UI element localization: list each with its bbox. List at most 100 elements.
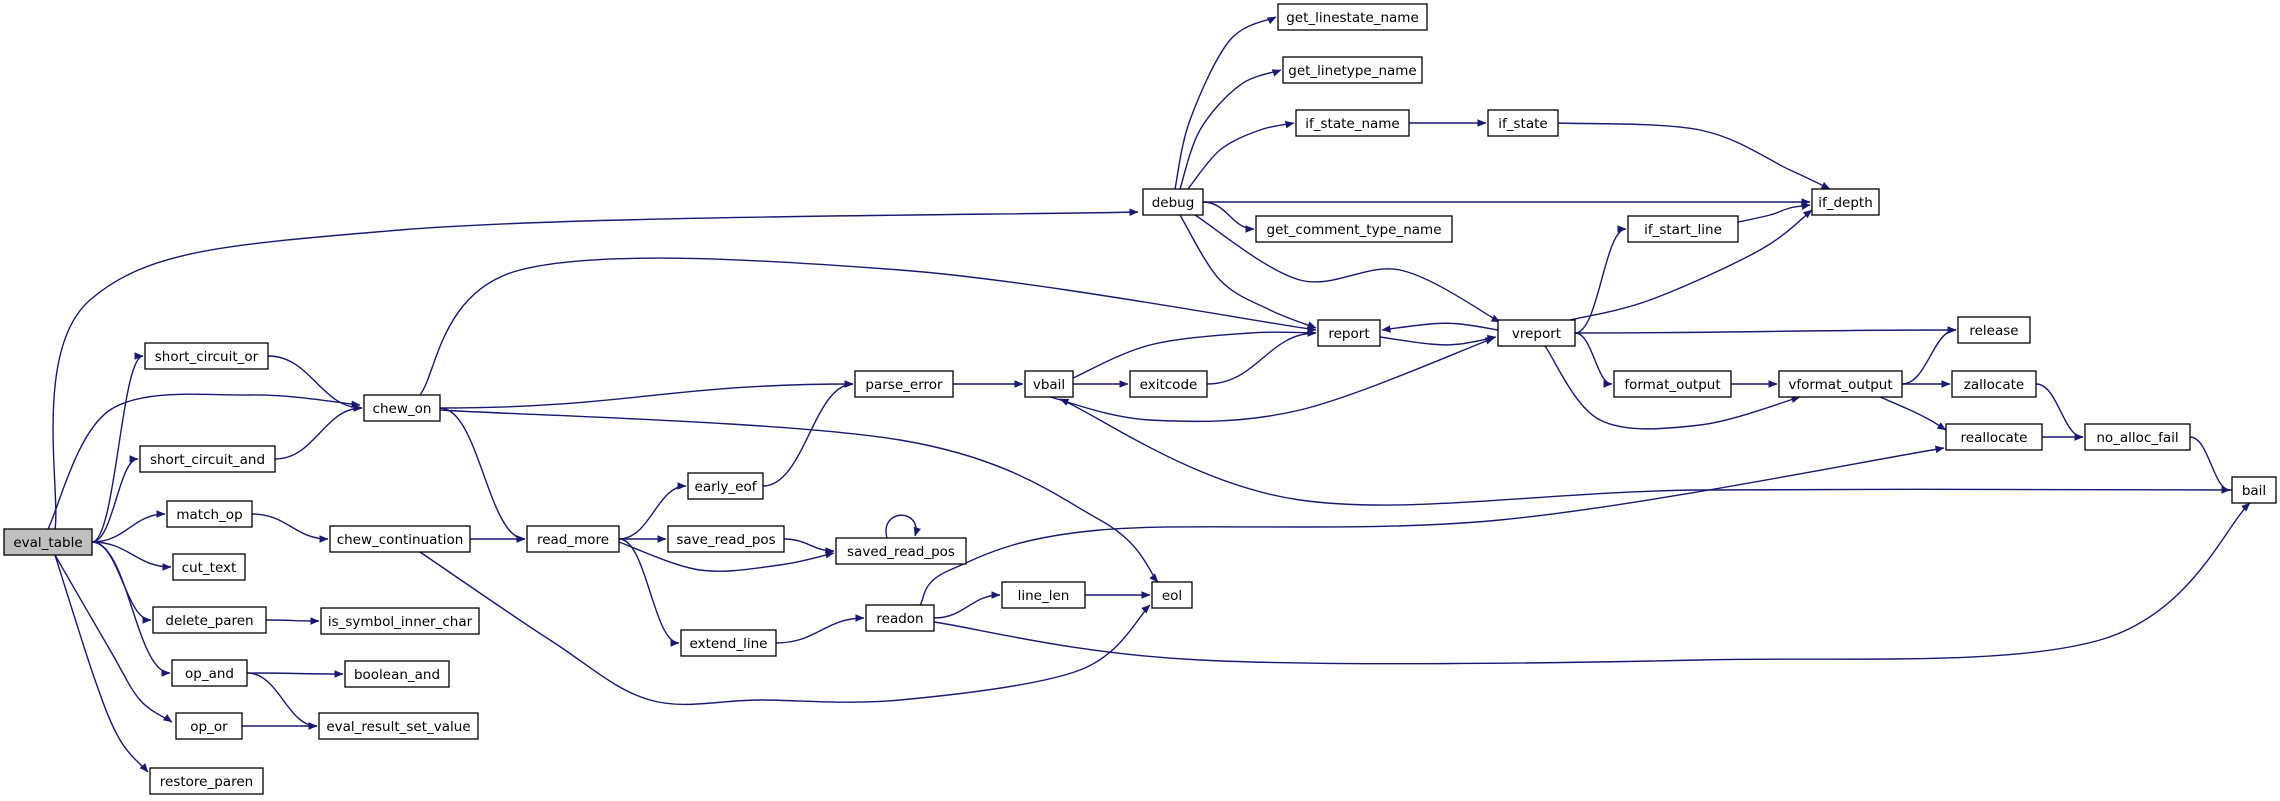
node-box xyxy=(1277,3,1428,31)
edge-eval_table-to-cut_text xyxy=(91,541,172,571)
node-label: chew_continuation xyxy=(337,532,464,548)
node-box xyxy=(1129,370,1208,398)
edge-eval_table-to-op_or xyxy=(54,554,173,723)
node-readon[interactable]: readon xyxy=(865,604,935,632)
edge-match_op-to-chew_continuation xyxy=(251,513,329,543)
node-early_eof[interactable]: early_eof xyxy=(687,472,764,500)
edge-vreport-to-report xyxy=(1381,322,1499,333)
node-label: short_circuit_and xyxy=(150,452,265,468)
node-chew_continuation[interactable]: chew_continuation xyxy=(329,525,471,553)
node-box xyxy=(1024,370,1074,398)
edge-op_and-to-boolean_and xyxy=(246,670,344,678)
node-box xyxy=(667,525,785,553)
node-eol[interactable]: eol xyxy=(1151,581,1193,609)
node-box xyxy=(2231,476,2277,504)
edge-if_state-to-if_depth xyxy=(1557,122,1831,190)
node-label: vbail xyxy=(1033,377,1065,393)
node-label: saved_read_pos xyxy=(847,544,955,560)
node-box xyxy=(166,500,253,528)
node-label: get_linetype_name xyxy=(1288,63,1416,79)
node-chew_on[interactable]: chew_on xyxy=(363,394,441,422)
edge-save_read_pos-to-saved_read_pos xyxy=(783,538,835,555)
node-box xyxy=(1778,370,1903,398)
node-box xyxy=(1255,215,1453,243)
node-save_read_pos[interactable]: save_read_pos xyxy=(667,525,785,553)
edge-chew_continuation-to-eol xyxy=(419,551,1151,706)
node-box xyxy=(1945,423,2043,451)
node-debug[interactable]: debug xyxy=(1142,188,1204,216)
node-op_or[interactable]: op_or xyxy=(175,712,243,740)
edge-eval_table-to-chew_on xyxy=(47,393,361,530)
node-box xyxy=(1317,319,1381,347)
edge-debug-to-report xyxy=(1179,214,1317,329)
node-parse_error[interactable]: parse_error xyxy=(854,370,954,398)
node-saved_read_pos[interactable]: saved_read_pos xyxy=(835,537,967,565)
node-label: release xyxy=(1969,323,2018,339)
node-box xyxy=(172,553,246,581)
node-restore_paren[interactable]: restore_paren xyxy=(149,767,264,795)
node-label: report xyxy=(1328,326,1369,342)
node-get_linetype_name[interactable]: get_linetype_name xyxy=(1282,56,1423,84)
node-report[interactable]: report xyxy=(1317,319,1381,347)
node-vformat_output[interactable]: vformat_output xyxy=(1778,370,1903,398)
node-no_alloc_fail[interactable]: no_alloc_fail xyxy=(2084,423,2191,451)
edge-readon-to-line_len xyxy=(933,591,1001,619)
node-vreport[interactable]: vreport xyxy=(1497,319,1576,347)
node-box xyxy=(1957,316,2031,344)
node-if_depth[interactable]: if_depth xyxy=(1811,188,1880,216)
node-line_len[interactable]: line_len xyxy=(1001,581,1086,609)
node-match_op[interactable]: match_op xyxy=(166,500,253,528)
edge-short_circuit_and-to-chew_on xyxy=(274,404,363,460)
node-boolean_and[interactable]: boolean_and xyxy=(344,660,450,688)
node-label: eol xyxy=(1162,588,1182,604)
node-label: extend_line xyxy=(690,636,768,652)
edge-vreport-to-vformat_output xyxy=(1544,345,1801,430)
node-box xyxy=(1001,581,1086,609)
node-eval_table[interactable]: eval_table xyxy=(3,528,93,556)
node-cut_text[interactable]: cut_text xyxy=(172,553,246,581)
node-box xyxy=(318,712,479,740)
node-get_linestate_name[interactable]: get_linestate_name xyxy=(1277,3,1428,31)
node-vbail[interactable]: vbail xyxy=(1024,370,1074,398)
node-box xyxy=(1295,109,1410,137)
edge-extend_line-to-readon xyxy=(775,614,865,644)
node-label: op_and xyxy=(185,666,234,682)
node-box xyxy=(329,525,471,553)
edge-eval_table-to-op_and xyxy=(91,541,171,677)
node-bail[interactable]: bail xyxy=(2231,476,2277,504)
node-if_state[interactable]: if_state xyxy=(1487,109,1559,137)
edge-read_more-to-extend_line xyxy=(618,538,680,647)
edge-debug-to-get_comment_type_name xyxy=(1202,201,1255,233)
node-is_symbol_inner_char[interactable]: is_symbol_inner_char xyxy=(320,607,480,635)
node-read_more[interactable]: read_more xyxy=(526,525,620,553)
node-op_and[interactable]: op_and xyxy=(171,659,248,687)
node-get_comment_type_name[interactable]: get_comment_type_name xyxy=(1255,215,1453,243)
edge-exitcode-to-report xyxy=(1206,329,1317,385)
node-extend_line[interactable]: extend_line xyxy=(680,629,777,657)
node-exitcode[interactable]: exitcode xyxy=(1129,370,1208,398)
node-label: early_eof xyxy=(695,479,758,495)
node-label: op_or xyxy=(190,719,228,735)
edge-vreport-to-if_depth xyxy=(1569,209,1813,321)
node-label: debug xyxy=(1152,195,1195,211)
node-box xyxy=(144,342,269,370)
edge-chew_on-to-parse_error xyxy=(439,380,854,409)
node-short_circuit_and[interactable]: short_circuit_and xyxy=(139,445,276,473)
node-label: read_more xyxy=(537,532,609,548)
node-if_start_line[interactable]: if_start_line xyxy=(1627,215,1739,243)
node-format_output[interactable]: format_output xyxy=(1613,370,1732,398)
node-reallocate[interactable]: reallocate xyxy=(1945,423,2043,451)
node-box xyxy=(149,767,264,795)
node-short_circuit_or[interactable]: short_circuit_or xyxy=(144,342,269,370)
edge-chew_on-to-read_more xyxy=(439,407,526,543)
node-release[interactable]: release xyxy=(1957,316,2031,344)
node-label: is_symbol_inner_char xyxy=(328,614,473,630)
node-label: line_len xyxy=(1018,588,1070,604)
node-zallocate[interactable]: zallocate xyxy=(1951,370,2037,398)
node-if_state_name[interactable]: if_state_name xyxy=(1295,109,1410,137)
node-label: zallocate xyxy=(1964,377,2024,393)
edge-vreport-to-if_start_line xyxy=(1574,225,1627,334)
node-eval_result_set_value[interactable]: eval_result_set_value xyxy=(318,712,479,740)
edge-vformat_output-to-reallocate xyxy=(1879,396,1947,431)
node-delete_paren[interactable]: delete_paren xyxy=(152,606,267,634)
